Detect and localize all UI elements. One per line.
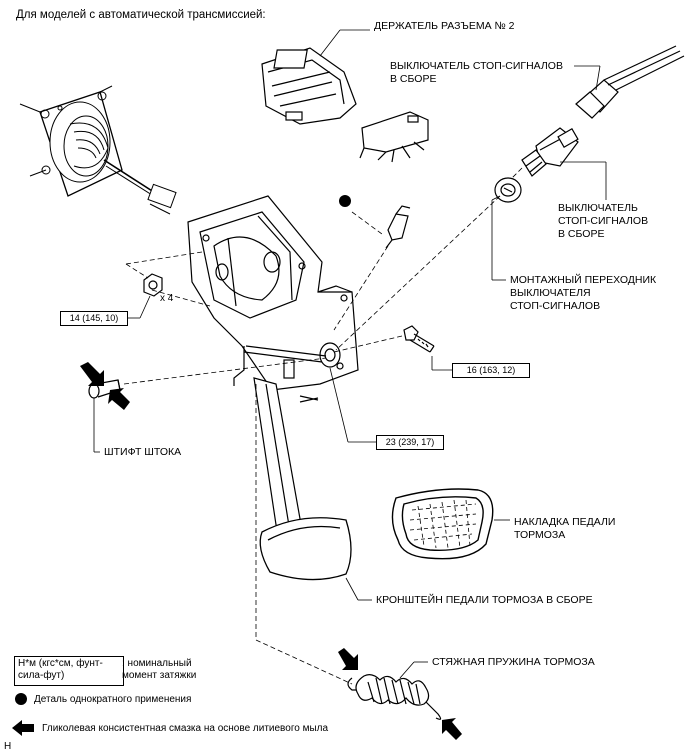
nut-count-label: x 4: [160, 293, 174, 304]
stop-switch-top-label-line2: В СБОРЕ: [390, 73, 437, 85]
torque-box-bolt: 16 (163, 12): [452, 363, 530, 378]
leader-lines: [93, 29, 607, 679]
stop-switch-connector: [575, 45, 685, 119]
pedal-bracket-assembly: [187, 195, 359, 539]
pedal-bracket-label: КРОНШТЕЙН ПЕДАЛИ ТОРМОЗА В СБОРЕ: [376, 594, 593, 606]
torque-box-nuts: 14 (145, 10): [60, 311, 128, 326]
single-use-legend: Деталь однократного применения: [34, 694, 192, 705]
single-use-marker: [339, 195, 351, 207]
torque-units-line2: сила-фут): [18, 670, 65, 681]
adapter-label-line2: ВЫКЛЮЧАТЕЛЯ: [510, 287, 591, 299]
assembly-guide-lines: [123, 167, 523, 685]
clip-part: [385, 205, 411, 249]
pedal-pad-mounted: [259, 517, 352, 581]
torque-box-pivot: 23 (239, 17): [376, 435, 444, 450]
wire-connector: [359, 111, 429, 163]
nut-part: [143, 273, 163, 297]
stop-switch-right-label-line1: ВЫКЛЮЧАТЕЛЬ: [558, 202, 638, 214]
page-title: Для моделей с автоматической трансмиссие…: [16, 9, 266, 21]
adapter-label-line3: СТОП-СИГНАЛОВ: [510, 300, 601, 312]
return-spring-label: СТЯЖНАЯ ПРУЖИНА ТОРМОЗА: [432, 656, 595, 668]
torque-desc-line1: : номинальный: [122, 658, 192, 669]
return-spring-part: [347, 674, 442, 720]
stop-switch-top-label-line1: ВЫКЛЮЧАТЕЛЬ СТОП-СИГНАЛОВ: [390, 60, 563, 72]
grease-arrows: [80, 362, 462, 740]
connector-holder-part: [261, 47, 357, 125]
mounting-adapter-part: [494, 177, 522, 203]
torque-legend-box: Н*м (кгс*см, фунт- сила-фут): [14, 656, 124, 686]
grease-legend: Гликолевая консистентная смазка на основ…: [42, 723, 329, 734]
torque-desc-line2: момент затяжки: [122, 670, 197, 681]
legend-symbols: [12, 693, 34, 736]
pedal-pad-part: [391, 488, 494, 560]
adapter-label-line1: МОНТАЖНЫЙ ПЕРЕХОДНИК: [510, 274, 657, 286]
rod-pin-label: ШТИФТ ШТОКА: [104, 446, 182, 458]
brake-booster-rod: [19, 85, 177, 215]
pedal-pad-label-line1: НАКЛАДКА ПЕДАЛИ: [514, 516, 616, 528]
pedal-pad-label-line2: ТОРМОЗА: [514, 529, 566, 541]
stop-switch-right-label-line2: СТОП-СИГНАЛОВ: [558, 215, 649, 227]
bolt-part: [403, 325, 435, 353]
torque-units-line1: Н*м (кгс*см, фунт-: [18, 658, 103, 669]
figure-code: H: [4, 741, 12, 752]
stop-switch-part: [521, 127, 579, 177]
connector-holder-label: ДЕРЖАТЕЛЬ РАЗЪЕМА № 2: [374, 20, 515, 32]
stop-switch-right-label-line3: В СБОРЕ: [558, 228, 605, 240]
